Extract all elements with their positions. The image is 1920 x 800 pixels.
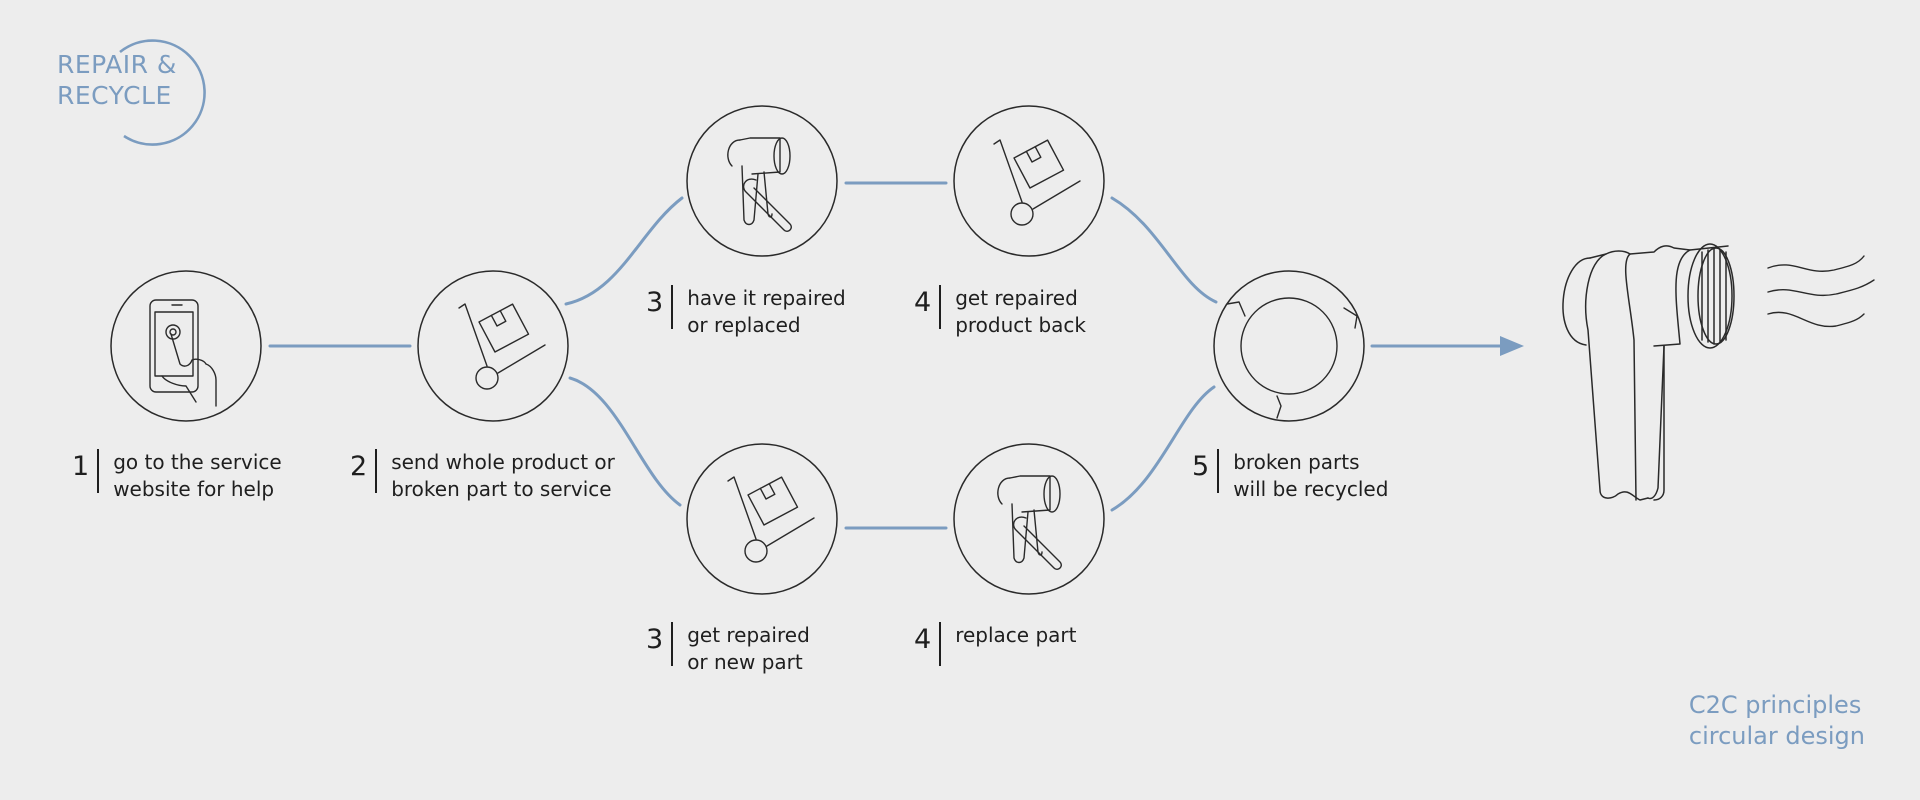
connector-2-top: [564, 196, 684, 306]
circle-step-4-bottom: [953, 443, 1105, 595]
step-4-bottom-label: 4 replace part: [914, 622, 1076, 666]
footer-caption: C2C principles circular design: [1689, 690, 1865, 752]
circle-step-2: [417, 270, 569, 422]
step-number: 1: [72, 449, 100, 493]
connector-bottom-5: [1110, 385, 1216, 512]
brand-ring: [119, 39, 206, 146]
phone-hand-icon: [149, 299, 217, 407]
circle-step-4-top: [953, 105, 1105, 257]
hairdryer-wrench-icon: [727, 137, 793, 233]
circle-step-3-bottom: [686, 443, 838, 595]
airflow-icon: [1767, 255, 1875, 328]
brand-line-2: RECYCLE: [57, 81, 172, 110]
recycle-ring-icon: [1226, 297, 1358, 419]
circle-step-3-top: [686, 105, 838, 257]
step-number: 3: [646, 622, 674, 666]
hairdryer-wrench-icon: [997, 475, 1063, 571]
connector-top-5: [1110, 196, 1218, 304]
step-number: 4: [914, 622, 942, 666]
circle-step-5: [1213, 270, 1365, 422]
step-circles: [110, 105, 1365, 595]
hand-truck-icon: [727, 476, 815, 563]
brand-line-1: REPAIR &: [57, 50, 177, 79]
step-number: 4: [914, 285, 942, 329]
hairdryer-icon: [1562, 243, 1735, 501]
hand-truck-icon: [458, 303, 546, 390]
step-number: 5: [1192, 449, 1220, 493]
circle-step-1: [110, 270, 262, 422]
step-number: 2: [350, 449, 378, 493]
connector-2-bottom: [568, 376, 682, 507]
footer-line-2: circular design: [1688, 722, 1865, 750]
footer-line-1: C2C principles: [1688, 691, 1862, 719]
hand-truck-icon: [993, 139, 1081, 226]
step-number: 3: [646, 285, 674, 329]
connectors: [268, 181, 1506, 530]
brand-title: REPAIR & RECYCLE: [57, 49, 177, 111]
arrow-head: [1500, 336, 1524, 356]
